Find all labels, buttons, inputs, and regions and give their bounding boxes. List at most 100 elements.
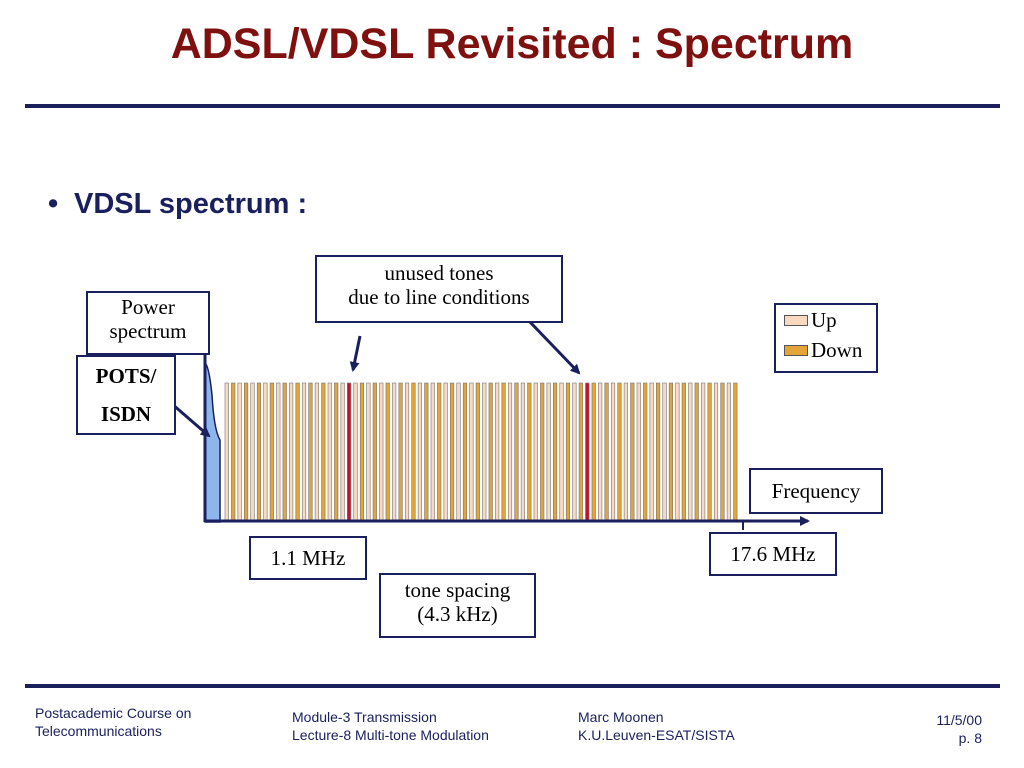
up-tone-bar [353,382,358,522]
down-tone-bar [411,382,416,522]
slide-title: ADSL/VDSL Revisited : Spectrum [170,20,854,68]
up-tone-bar [443,382,448,522]
down-tone-bar [359,382,365,522]
up-tone-bar [662,382,667,522]
legend-down: Down [776,335,876,365]
down-tone-bar [681,382,686,522]
up-tone-bar [289,382,294,522]
down-tone-bar [385,382,390,522]
up-tone-bar [301,382,307,522]
down-tone-bar [231,382,236,522]
up-tone-bar [314,382,319,522]
pots-isdn-label: POTS/ ISDN [76,355,176,435]
up-tone-bar [456,382,461,522]
footer-page-number: p. 8 [958,730,982,746]
tone-spacing-label: tone spacing (4.3 kHz) [379,573,536,638]
down-tone-bar [308,382,313,522]
up-tone-bar [701,382,706,522]
footer-module-line1: Module-3 Transmission [292,709,437,725]
down-tone-bar [656,382,661,522]
up-tone-bar [237,382,242,522]
footer-author: Marc Moonen K.U.Leuven-ESAT/SISTA [578,708,735,744]
pots-isdn-band [204,361,221,523]
up-swatch [784,314,808,326]
title-rule [25,104,1000,108]
up-tone-bar [623,382,628,522]
footer-author-line1: Marc Moonen [578,709,664,725]
down-tone-bar [321,382,326,522]
footer-module: Module-3 Transmission Lecture-8 Multi-to… [292,708,489,744]
up-tone-bar [610,382,616,522]
up-tone-bar [276,382,281,522]
down-tone-bar [578,382,583,522]
up-tone-bar [366,382,371,522]
down-swatch [784,344,808,356]
power-label-line2: spectrum [109,319,187,343]
up-tone-bar [546,382,551,522]
pots-label-line1: POTS/ [95,364,157,388]
up-tone-bar [430,382,435,522]
down-tone-bar [733,382,738,522]
down-tone-bar [256,382,262,522]
down-tone-bar [269,382,274,522]
bullet-item: •VDSL spectrum : [48,188,307,221]
up-tone-bar [533,382,538,522]
up-tone-bar [392,382,397,522]
unused-tone-bar [347,382,352,522]
down-tone-bar [604,382,609,522]
legend-down-label: Down [811,338,863,362]
unused-tone-bar [585,382,590,522]
down-tone-bar [707,382,712,522]
up-tone-bar [713,382,719,522]
footer-course: Postacademic Course on Telecommunication… [35,704,191,740]
up-tone-bar [688,382,693,522]
down-tone-bar [553,382,558,522]
down-tone-bar [527,382,532,522]
down-tone-bar [630,382,635,522]
footer-date-page: 11/5/00 p. 8 [936,711,982,747]
legend-up: Up [776,305,876,335]
pots-arrow [171,402,211,438]
footer-course-line2: Telecommunications [35,723,162,739]
up-tone-bar [726,382,731,522]
up-tone-bar [379,382,384,522]
down-tone-bar [295,382,300,522]
up-tone-bar [636,382,641,522]
down-tone-bar [334,382,339,522]
down-tone-bar [617,382,622,522]
down-tone-bar [643,382,648,522]
down-tone-bar [398,382,403,522]
down-tone-bar [282,382,287,522]
tone-bars [224,382,738,522]
up-tone-bar [520,382,525,522]
legend-up-label: Up [811,308,837,332]
up-tone-bar [250,382,255,522]
unused-label-line1: unused tones [384,261,494,285]
footer-date: 11/5/00 [936,712,982,728]
down-tone-bar [514,382,519,522]
bullet-dot: • [48,188,59,220]
down-tone-bar [694,382,699,522]
legend: Up Down [774,303,878,373]
up-tone-bar [598,382,603,522]
up-tone-bar [507,382,513,522]
up-tone-bar [224,382,229,522]
down-tone-bar [488,382,493,522]
pots-label-line2: ISDN [100,402,152,426]
start-frequency-label: 1.1 MHz [249,536,367,580]
down-tone-bar [475,382,480,522]
footer-rule [25,684,1000,688]
up-tone-bar [482,382,487,522]
down-tone-bar [450,382,455,522]
down-tone-bar [437,382,442,522]
power-label-line1: Power [121,295,175,319]
unused-arrow-2 [528,320,581,375]
down-tone-bar [244,382,249,522]
up-tone-bar [572,382,577,522]
unused-tones-label: unused tones due to line conditions [315,255,563,323]
power-spectrum-label: Power spectrum [86,291,210,355]
up-tone-bar [340,382,345,522]
down-tone-bar [462,382,468,522]
unused-label-line2: due to line conditions [348,285,530,309]
up-tone-bar [649,382,654,522]
